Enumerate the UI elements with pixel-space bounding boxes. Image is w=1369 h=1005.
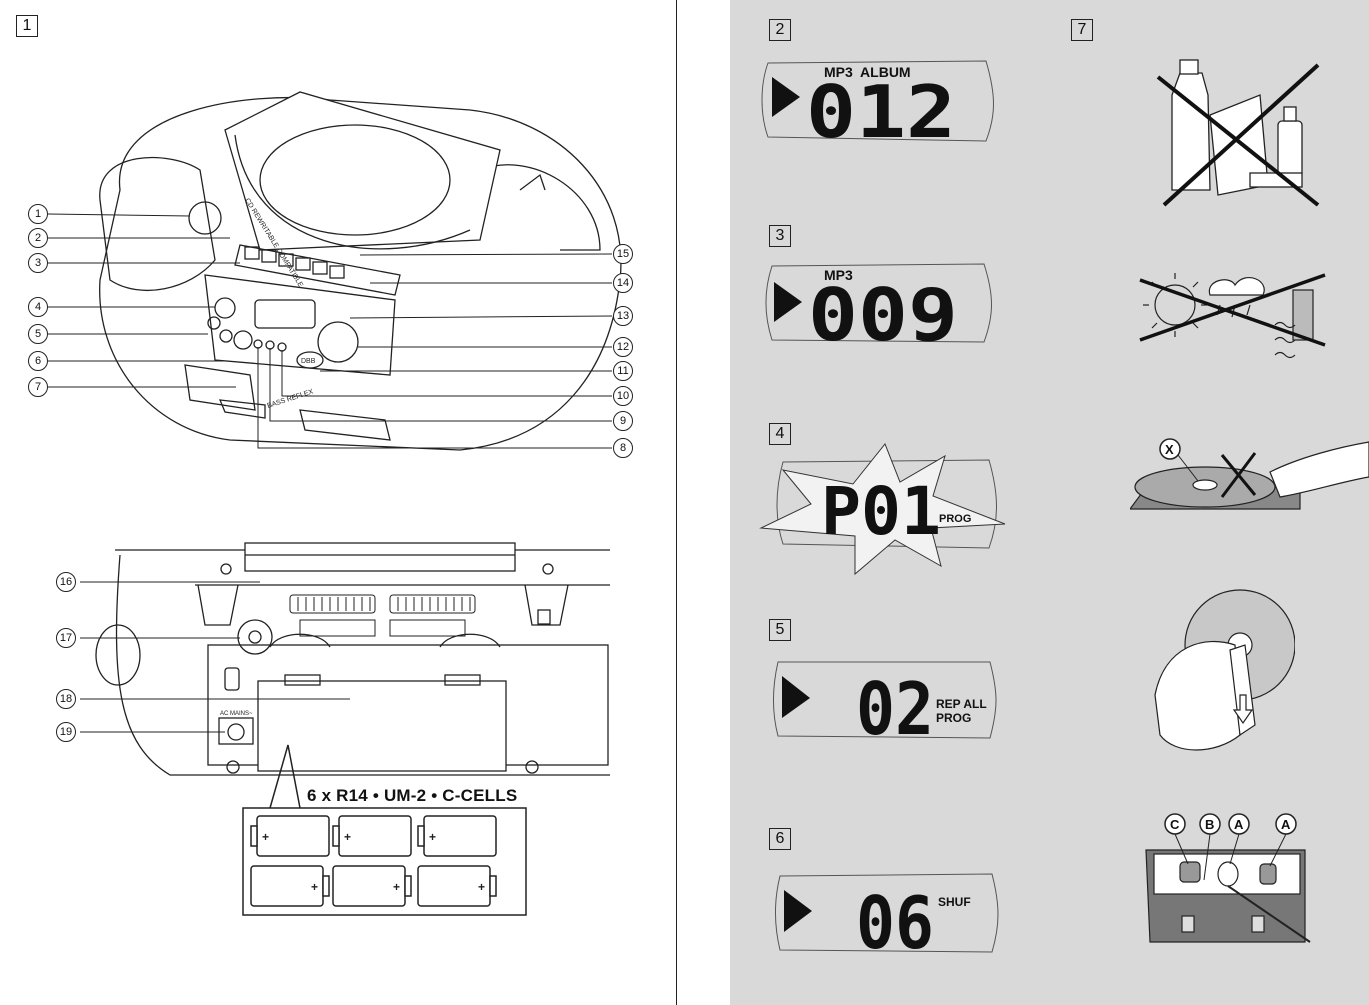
callout-1: 1 <box>28 204 48 224</box>
dbb-label: DBB <box>301 358 316 365</box>
deck-cleaning-icon: C B A A <box>1145 813 1311 943</box>
lcd-fig5-prog: PROG <box>936 711 971 725</box>
callout-18: 18 <box>56 689 76 709</box>
callout-14: 14 <box>613 273 633 293</box>
figure-number-2: 2 <box>769 19 791 41</box>
lcd-fig2-digits: 012 <box>806 70 956 150</box>
cleaning-label-a1: A <box>1234 817 1244 832</box>
battery-caption: 6 x R14 • UM-2 • C-CELLS <box>307 786 518 805</box>
callout-9: 9 <box>613 411 633 431</box>
boombox-front-illustration: CD REWRITABLE COMPATIBLE BASS REFLEX DBB <box>47 91 622 451</box>
lcd-fig4-prog: PROG <box>939 513 971 525</box>
figure-number-1: 1 <box>16 15 38 37</box>
callout-10: 10 <box>613 386 633 406</box>
right-page: 2 7 3 4 5 6 MP3 ALBUM 012 MP3 009 P01 PR… <box>730 0 1369 1005</box>
disc-handling-icon <box>1154 589 1295 751</box>
heat-moisture-crossed-icon <box>1139 273 1326 359</box>
cleaning-label-b: B <box>1205 817 1214 832</box>
lcd-fig4-digits: P01 <box>821 473 941 550</box>
bass-reflex-label: BASS REFLEX <box>266 388 314 410</box>
disc-touch-crossed-icon: X <box>1130 438 1369 510</box>
lcd-display-fig4: P01 PROG <box>759 443 1006 576</box>
callout-5: 5 <box>28 324 48 344</box>
cleaning-label-c: C <box>1170 817 1180 832</box>
left-page: 1 <box>0 0 677 1005</box>
lcd-fig5-digits: 02 <box>856 667 934 744</box>
callout-15: 15 <box>613 244 633 264</box>
lcd-display-fig2: MP3 ALBUM 012 <box>761 60 994 150</box>
callout-12: 12 <box>613 337 633 357</box>
lcd-display-fig6: 06 SHUF <box>775 873 999 958</box>
callout-3: 3 <box>28 253 48 273</box>
callout-16: 16 <box>56 572 76 592</box>
callout-6: 6 <box>28 351 48 371</box>
callout-8: 8 <box>613 438 633 458</box>
chemicals-crossed-icon <box>1156 59 1320 207</box>
svg-text:+: + <box>478 880 485 894</box>
svg-text:+: + <box>393 880 400 894</box>
callout-17: 17 <box>56 628 76 648</box>
play-triangle-icon <box>774 282 802 322</box>
callout-2: 2 <box>28 228 48 248</box>
figure-number-6: 6 <box>769 828 791 850</box>
figure-number-5: 5 <box>769 619 791 641</box>
play-triangle-icon <box>772 77 800 117</box>
battery-diagram: + + + + + + <box>242 744 527 916</box>
svg-text:+: + <box>429 830 436 844</box>
figure-number-7: 7 <box>1071 19 1093 41</box>
lcd-fig3-digits: 009 <box>808 273 958 350</box>
play-triangle-icon <box>784 890 812 932</box>
lcd-display-fig5: 02 REP ALL PROG <box>773 661 997 744</box>
lcd-fig3-labels: MP3 <box>824 267 853 283</box>
figure-number-4: 4 <box>769 423 791 445</box>
lcd-fig5-rep-all: REP ALL <box>936 697 987 711</box>
callout-11: 11 <box>613 361 633 381</box>
lcd-fig6-digits: 06 <box>856 881 934 958</box>
svg-text:+: + <box>344 830 351 844</box>
callout-4: 4 <box>28 297 48 317</box>
play-triangle-icon <box>782 676 810 718</box>
callout-13: 13 <box>613 306 633 326</box>
cleaning-label-a2: A <box>1281 817 1291 832</box>
lcd-fig2-labels: MP3 ALBUM <box>824 64 911 80</box>
svg-text:+: + <box>311 880 318 894</box>
svg-text:+: + <box>262 830 269 844</box>
boombox-back-illustration: AC MAINS~ <box>80 542 610 776</box>
battery-icon <box>250 815 497 907</box>
lcd-display-fig3: MP3 009 <box>765 263 992 350</box>
callout-7: 7 <box>28 377 48 397</box>
ac-mains-label: AC MAINS~ <box>220 711 253 717</box>
figure-number-3: 3 <box>769 225 791 247</box>
lcd-fig6-shuf: SHUF <box>938 895 971 909</box>
callout-19: 19 <box>56 722 76 742</box>
lens-label-x: X <box>1165 442 1174 457</box>
